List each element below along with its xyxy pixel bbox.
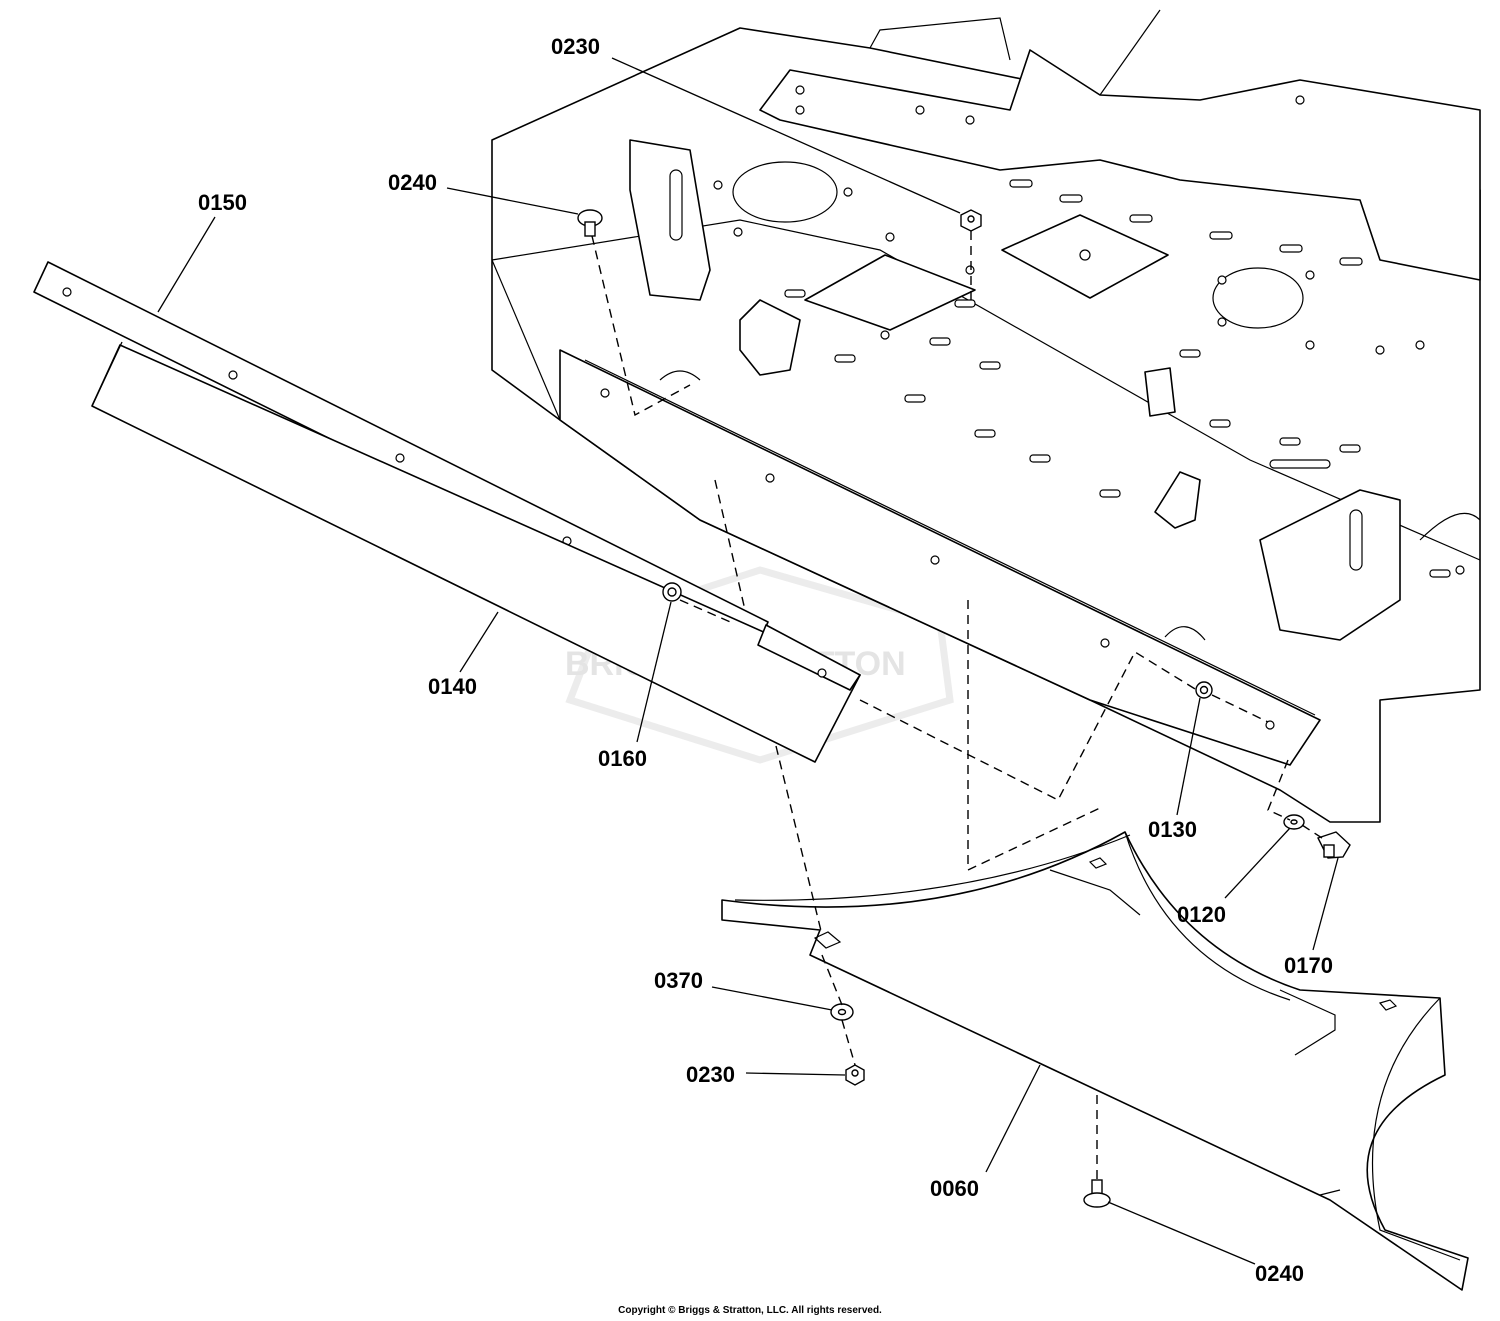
- callout-0120: 0120: [1177, 902, 1226, 927]
- mower-deck: [491, 9, 1481, 823]
- callout-labels: 0230 0240 0150 0140 0160 0130 0120 0170 …: [198, 34, 1333, 1286]
- callout-0370: 0370: [654, 968, 703, 993]
- leader-lines: [91, 57, 1339, 1265]
- carriage-bolt-bottom: [1083, 1179, 1111, 1208]
- callout-0170: 0170: [1284, 953, 1333, 978]
- deck-slots: [784, 179, 1451, 578]
- deck-holes: [713, 85, 1465, 575]
- callout-0240-top: 0240: [388, 170, 437, 195]
- callout-0140: 0140: [428, 674, 477, 699]
- callout-0130: 0130: [1148, 817, 1197, 842]
- copyright-notice: Copyright © Briggs & Stratton, LLC. All …: [618, 1305, 882, 1316]
- callout-0160: 0160: [598, 746, 647, 771]
- bolt-0170: [1317, 831, 1351, 859]
- nut-top: [960, 209, 982, 232]
- deflector-0060: [721, 831, 1469, 1291]
- carriage-bolt-top: [577, 209, 603, 237]
- callout-0150: 0150: [198, 190, 247, 215]
- nut-0130: [1195, 681, 1213, 699]
- callout-0230-top: 0230: [551, 34, 600, 59]
- washer-0370: [830, 1003, 854, 1021]
- washer-0120: [1283, 814, 1305, 830]
- assembly-lines: [591, 231, 1323, 1180]
- callout-0060: 0060: [930, 1176, 979, 1201]
- callout-0230-bottom: 0230: [686, 1062, 735, 1087]
- nut-bottom: [845, 1064, 865, 1086]
- hardware: [577, 209, 1351, 1208]
- callout-0240-bottom: 0240: [1255, 1261, 1304, 1286]
- nut-0160: [662, 582, 682, 602]
